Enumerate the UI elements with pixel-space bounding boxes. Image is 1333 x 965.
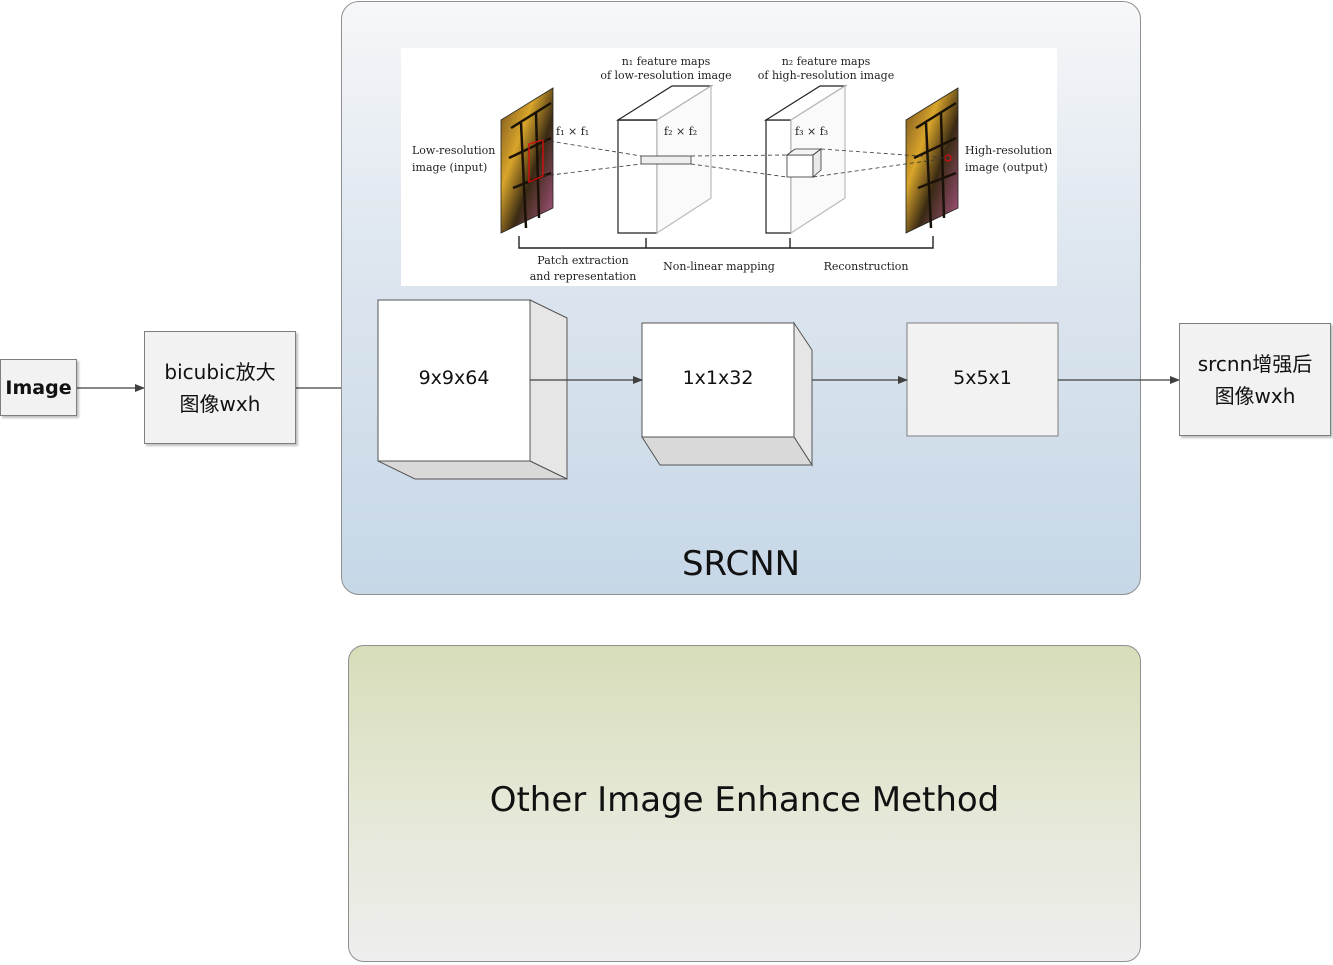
srcnn-architecture-figure: n₁ feature maps of low-resolution image … bbox=[401, 48, 1057, 286]
stage-brackets bbox=[518, 236, 934, 249]
n1-caption-line2: of low-resolution image bbox=[600, 69, 731, 82]
layer-1-label: 9x9x64 bbox=[418, 367, 490, 389]
bicubic-label-line2: 图像wxh bbox=[179, 391, 261, 416]
stage3-caption: Reconstruction bbox=[824, 260, 909, 273]
image-input-box: Image bbox=[0, 359, 77, 416]
highres-caption-line1: High-resolution bbox=[965, 144, 1052, 157]
layer-block-2 bbox=[641, 321, 813, 467]
bicubic-box: bicubic放大 图像wxh bbox=[144, 331, 296, 444]
f1-label: f₁ × f₁ bbox=[556, 125, 589, 138]
other-method-title: Other Image Enhance Method bbox=[489, 780, 1000, 820]
image-input-label: Image bbox=[5, 376, 72, 399]
stage1-caption-line2: and representation bbox=[530, 270, 637, 283]
stage2-caption: Non-linear mapping bbox=[663, 260, 775, 273]
stage1-caption-line1: Patch extraction bbox=[537, 254, 628, 267]
layer-2-label: 1x1x32 bbox=[682, 367, 754, 389]
other-method-panel bbox=[348, 645, 1141, 962]
n1-caption-line1: n₁ feature maps bbox=[622, 55, 711, 68]
highres-caption-line2: image (output) bbox=[965, 161, 1048, 174]
layer-3-label: 5x5x1 bbox=[953, 367, 1012, 389]
feature-maps-block-2 bbox=[763, 84, 848, 235]
low-resolution-image bbox=[500, 87, 554, 234]
f2-label: f₂ × f₂ bbox=[664, 125, 697, 138]
lowres-caption-line2: image (input) bbox=[412, 161, 487, 174]
projection-lines bbox=[542, 139, 949, 178]
layer-block-1 bbox=[377, 299, 568, 480]
f3-label: f₃ × f₃ bbox=[795, 125, 828, 138]
bicubic-label-line1: bicubic放大 bbox=[164, 359, 276, 384]
output-box: srcnn增强后 图像wxh bbox=[1179, 323, 1331, 436]
n2-caption-line1: n₂ feature maps bbox=[782, 55, 871, 68]
n2-caption-line2: of high-resolution image bbox=[758, 69, 894, 82]
output-label-line2: 图像wxh bbox=[1214, 383, 1296, 408]
lowres-caption-line1: Low-resolution bbox=[412, 144, 495, 157]
output-label-line1: srcnn增强后 bbox=[1197, 351, 1313, 376]
feature-maps-block-1 bbox=[615, 84, 714, 235]
layer-block-3 bbox=[906, 322, 1059, 437]
srcnn-title: SRCNN bbox=[681, 544, 801, 584]
